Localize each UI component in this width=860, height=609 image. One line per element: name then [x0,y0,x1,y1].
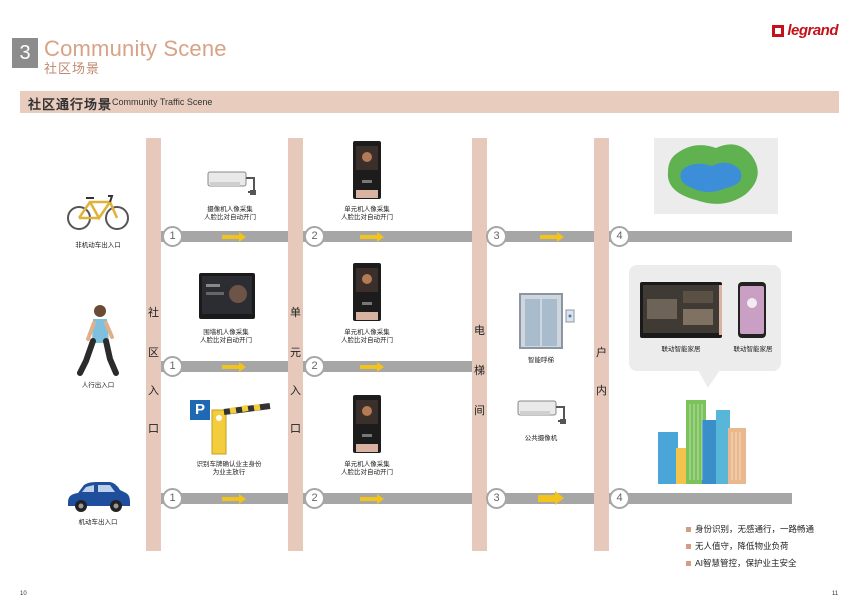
caption-line: 摄像机人像采集 [207,206,253,213]
column-label-char: 电 [474,325,485,337]
caption-line: 人脸比对自动开门 [341,337,393,344]
caption-line: 人脸比对自动开门 [341,469,393,476]
flow-arrow-icon [222,362,246,372]
flow-arrow-icon [360,232,384,242]
elevator-icon [519,293,575,349]
column-indoor [594,138,609,551]
step-node: 2 [304,356,325,377]
public-camera-label: 公共摄像机 [524,435,558,442]
pedestrian-icon [77,305,119,376]
unit-panel-icon [353,141,381,199]
car-icon [68,482,130,512]
logo-text: legrand [787,22,838,39]
step-node: 2 [304,488,325,509]
benefit-text: AI智慧管控，保护业主安全 [695,558,797,568]
banner-title-cn: 社区通行场景 [28,97,113,112]
column-community-entrance [146,138,161,551]
caption-line: 单元机人像采集 [344,461,390,468]
flow-arrow-icon [360,362,384,372]
unit-panel-icon [353,395,381,453]
caption-line: 人脸比对自动开门 [341,214,393,221]
caption-line: 为业主放行 [212,469,246,476]
home-panel-icon [640,282,722,338]
step-node: 4 [609,488,630,509]
elevator-label: 智能呼梯 [528,357,554,364]
bullet-icon [686,526,691,532]
benefit-text: 身份识别，无感通行，一路畅通 [695,524,815,534]
column-label-char: 入 [148,385,159,397]
column-label-char: 区 [148,347,159,359]
page-number-left: 10 [20,591,27,597]
city-buildings-icon [658,400,746,484]
section-number: 3 [12,38,38,68]
column-elevator [472,138,487,551]
wall-panel-icon [199,273,255,319]
step-node: 3 [486,226,507,247]
caption-line: 识别车牌确认业主身份 [196,461,262,468]
column-label-char: 户 [596,347,607,359]
bullet-icon [686,560,691,566]
caption-line: 围墙机人像采集 [203,329,249,336]
column-label-char: 元 [290,347,301,359]
benefit-item: 无人值守，降低物业负荷 [686,540,789,552]
benefit-item: 身份识别，无感通行，一路畅通 [686,523,814,535]
benefit-text: 无人值守，降低物业负荷 [695,541,789,551]
unit-panel-icon [353,263,381,321]
flow-arrow-icon [540,232,564,242]
benefit-item: AI智慧管控，保护业主安全 [686,557,797,569]
step-node: 1 [162,356,183,377]
step-node: 1 [162,488,183,509]
section-banner [20,91,839,113]
flow-arrow-icon [538,491,564,505]
home-panel-label: 联动智能家居 [661,346,701,353]
step-node: 1 [162,226,183,247]
flow-arrow-icon [360,494,384,504]
legrand-logo: legrand [772,22,838,39]
logo-mark-icon [772,24,785,37]
camera-icon [207,171,256,195]
column-label-char: 单 [290,307,301,319]
column-label-char: 间 [474,405,485,417]
public-camera-icon [517,400,566,424]
column-label-char: 内 [596,385,607,397]
bike-entrance-label: 非机动车出入口 [75,242,121,249]
column-label-char: 口 [290,423,301,435]
park-pond-icon [667,144,758,204]
page-subtitle: 社区场景 [44,61,101,76]
bicycle-icon [67,195,129,230]
bullet-icon [686,543,691,549]
column-label-char: 口 [148,423,159,435]
barrier-gate-icon [211,403,271,455]
vehicle-entrance-label: 机动车出入口 [78,519,118,526]
caption-line: 单元机人像采集 [344,206,390,213]
flow-arrow-icon [222,494,246,504]
step-node: 3 [486,488,507,509]
caption-line: 人脸比对自动开门 [200,337,252,344]
banner-title-en: Community Traffic Scene [112,97,213,107]
phone-label: 联动智能家居 [733,346,773,353]
column-label-char: 社 [148,307,159,319]
smartphone-icon [738,282,766,338]
column-label-char: 梯 [474,365,485,377]
flow-arrow-icon [222,232,246,242]
step-node: 4 [609,226,630,247]
page-number-right: 11 [832,591,839,597]
column-label-char: 入 [290,385,301,397]
caption-line: 人脸比对自动开门 [204,214,256,221]
caption-line: 单元机人像采集 [344,329,390,336]
page-title: Community Scene [44,36,227,61]
pedestrian-entrance-label: 人行出入口 [81,382,115,389]
step-node: 2 [304,226,325,247]
column-unit-entrance [288,138,303,551]
parking-sign-icon: P [190,400,210,420]
